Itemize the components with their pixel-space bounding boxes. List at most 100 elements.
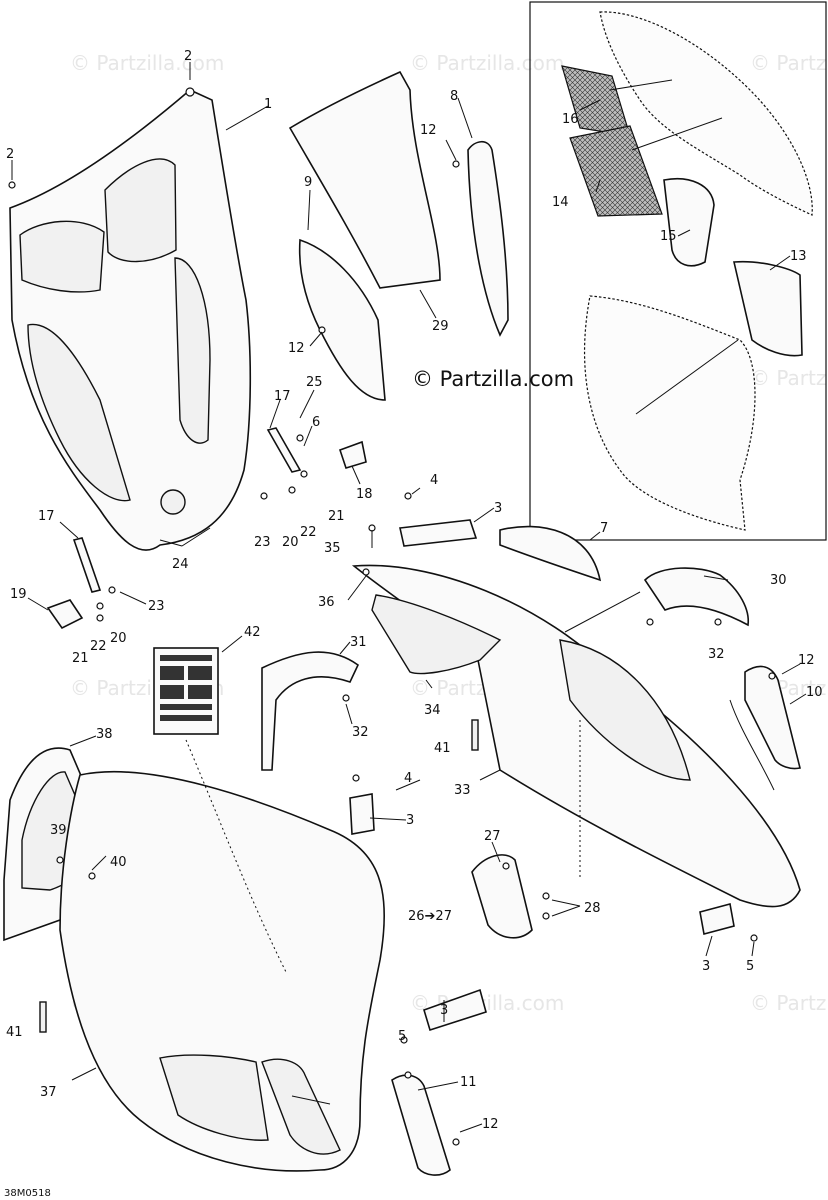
callout-12: 12: [288, 341, 305, 356]
bracket-18: [338, 440, 367, 469]
callout-leaders: [11, 62, 807, 1133]
copyright-notice: © Partzilla.com: [412, 367, 574, 391]
callout-22: 22: [300, 525, 317, 540]
callout-31: 31: [350, 635, 367, 650]
callout-36: 36: [318, 595, 335, 610]
callout-9: 9: [304, 175, 312, 190]
callout-6: 6: [312, 415, 320, 430]
callout-2: 2: [6, 147, 14, 162]
hood-vent-right: [104, 158, 177, 263]
callout-24: 24: [172, 557, 189, 572]
callout-26-27: 26➔27: [408, 909, 452, 924]
watermark-text: © Partzilla.com: [750, 991, 828, 1015]
inset-arrow-lines: [609, 79, 739, 415]
side-vent-11: [391, 1074, 451, 1176]
decal-detail: [160, 655, 212, 721]
bracket-17-lower: [72, 537, 102, 593]
watermark-text: © Partzilla.com: [410, 51, 564, 75]
callout-19: 19: [10, 587, 27, 602]
diagram-code: 38M0518: [4, 1188, 51, 1199]
hood-lower-right-opening: [174, 257, 211, 444]
windshield-seal-29: [288, 70, 441, 289]
callout-8: 8: [450, 89, 458, 104]
right-panel-inner-vent: [559, 639, 691, 781]
callout-12: 12: [420, 123, 437, 138]
hood-lower-left-opening: [27, 323, 131, 502]
callout-39: 39: [50, 823, 67, 838]
callout-34: 34: [424, 703, 441, 718]
callout-25: 25: [306, 375, 323, 390]
callout-41: 41: [6, 1025, 23, 1040]
callout-28: 28: [584, 901, 601, 916]
callout-10: 10: [806, 685, 823, 700]
mesh-filter-14: [569, 125, 663, 217]
callout-22: 22: [90, 639, 107, 654]
callout-17: 17: [274, 389, 291, 404]
callout-3: 3: [702, 959, 710, 974]
callout-3: 3: [440, 1003, 448, 1018]
callout-20: 20: [282, 535, 299, 550]
handle-3-middle: [349, 793, 375, 835]
trim-strip-31: [261, 651, 360, 771]
callout-32: 32: [352, 725, 369, 740]
foam-pad-13: [733, 260, 803, 357]
callout-labels: 1 2 2 3 3 3 3 4 4 5 5 6 7 8 9 10 11 12 1…: [6, 49, 823, 1132]
callout-11: 11: [460, 1075, 477, 1090]
callout-12: 12: [798, 653, 815, 668]
callout-3: 3: [494, 501, 502, 516]
callout-23: 23: [254, 535, 271, 550]
callout-16: 16: [562, 112, 579, 127]
callout-3: 3: [406, 813, 414, 828]
strip-41-left: [39, 1001, 47, 1033]
handle-3-top: [399, 519, 478, 547]
callout-27: 27: [484, 829, 501, 844]
callout-30: 30: [770, 573, 787, 588]
inset-detail-box: [529, 1, 827, 541]
callout-4: 4: [404, 771, 412, 786]
bracket-26-27: [471, 854, 533, 939]
callout-15: 15: [660, 229, 677, 244]
callout-7: 7: [600, 521, 608, 536]
watermark-text: © Partzilla.com: [750, 366, 828, 390]
bracket-19: [46, 599, 84, 630]
hood-vent-left: [19, 220, 105, 293]
callout-32: 32: [708, 647, 725, 662]
callout-20: 20: [110, 631, 127, 646]
watermark-text: © Partzilla.com: [70, 51, 224, 75]
callout-23: 23: [148, 599, 165, 614]
hardware-fasteners: [8, 87, 776, 1146]
assembly-arrow-panel: [291, 591, 775, 1105]
vent-frame-8: [467, 140, 509, 337]
callout-4: 4: [430, 473, 438, 488]
inset-side-panel-lower: [583, 295, 756, 531]
handle-3-lower: [423, 988, 487, 1032]
bracket-17-upper: [266, 427, 302, 473]
callout-1: 1: [264, 97, 272, 112]
left-panel-side-vent: [261, 1058, 341, 1155]
trim-piece-7: [499, 525, 602, 582]
callout-35: 35: [324, 541, 341, 556]
foam-pad-15: [663, 178, 715, 267]
callout-38: 38: [96, 727, 113, 742]
callout-29: 29: [432, 319, 449, 334]
hood-round-opening: [160, 489, 186, 515]
callout-41: 41: [434, 741, 451, 756]
air-duct-34: [371, 594, 502, 675]
callout-33: 33: [454, 783, 471, 798]
inset-side-panel-upper: [599, 11, 813, 216]
side-vent-10: [744, 665, 801, 770]
callout-18: 18: [356, 487, 373, 502]
watermark-text: © Partzilla.com: [750, 51, 828, 75]
callout-21: 21: [72, 651, 89, 666]
callout-5: 5: [746, 959, 754, 974]
left-panel-lower-vent: [159, 1054, 269, 1141]
callout-5: 5: [398, 1029, 406, 1044]
callout-17: 17: [38, 509, 55, 524]
callout-2: 2: [184, 49, 192, 64]
callout-14: 14: [552, 195, 569, 210]
callout-42: 42: [244, 625, 261, 640]
callout-12: 12: [482, 1117, 499, 1132]
callout-40: 40: [110, 855, 127, 870]
